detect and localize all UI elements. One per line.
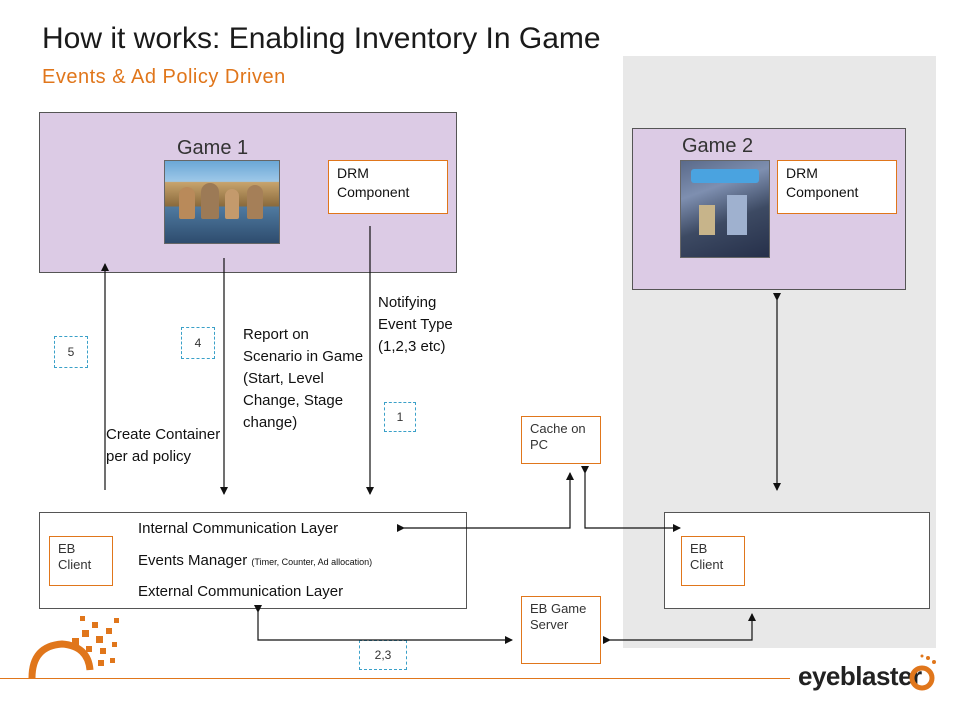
cache-on-pc: Cache on PC [521,416,601,464]
events-manager: Events Manager (Timer, Counter, Ad alloc… [138,552,372,569]
eb-client-right: EB Client [681,536,745,586]
step-5-marker: 5 [54,336,88,368]
notify-event-note: Notifying Event Type (1,2,3 etc) [378,294,453,355]
arrow-cache-to-right-client [581,466,681,532]
events-manager-detail: (Timer, Counter, Ad allocation) [251,557,373,567]
step-4-marker: 4 [181,327,215,359]
eb-game-server: EB Game Server [521,596,601,664]
create-container-note: Create Container per ad policy [106,426,221,465]
page-title: How it works: Enabling Inventory In Game [42,22,601,55]
game2-drm-component: DRM Component [777,160,897,214]
events-manager-label: Events Manager [138,552,248,569]
game1-drm-component: DRM Component [328,160,448,214]
arrow-server-to-right-client [603,613,756,644]
game2-screenshot [680,160,770,258]
page-subtitle: Events & Ad Policy Driven [42,66,286,88]
footer-divider [0,678,790,679]
brand-logo: eyeblaster [798,661,922,692]
internal-communication-layer: Internal Communication Layer [138,520,339,537]
arrow-external-to-server [254,605,513,644]
sun-logo-icon [28,616,119,679]
brand-name: eyeblaster [798,661,922,691]
game1-label: Game 1 [177,137,249,159]
arrow-internal-to-cache [397,472,574,532]
game1-screenshot [164,160,280,244]
report-scenario-note: Report on Scenario in Game (Start, Level… [243,326,364,431]
eb-client-left: EB Client [49,536,113,586]
external-communication-layer: External Communication Layer [138,583,344,600]
step-1-marker: 1 [384,402,416,432]
brand-mark-icon [909,654,936,691]
game2-label: Game 2 [682,135,754,157]
